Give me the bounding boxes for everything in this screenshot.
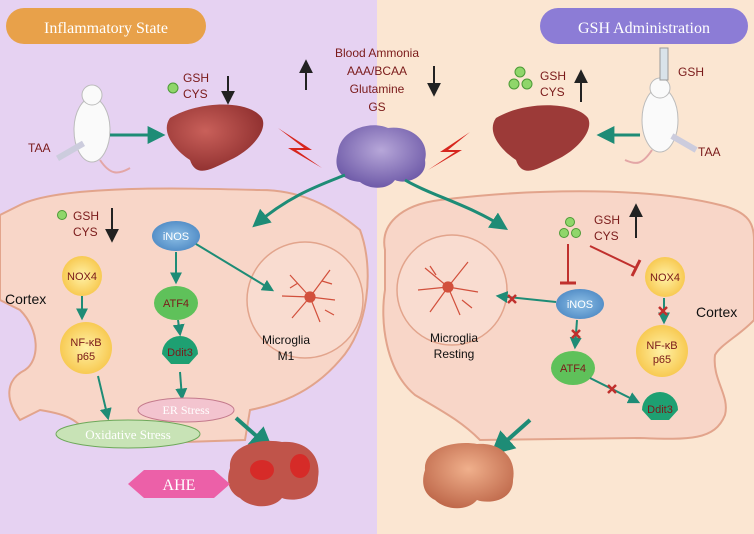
left-nox4-label: NOX4 <box>67 271 97 283</box>
left-cortex-label: Cortex <box>5 291 46 307</box>
right-p65-label: p65 <box>653 354 671 366</box>
right-nfkb-label: NF-κB <box>646 340 677 352</box>
left-cell-gsh: GSH <box>73 209 99 223</box>
right-title-pill <box>540 8 748 44</box>
left-nfkb-to-oxidative-arrow <box>97 375 112 421</box>
right-ddit3-label: Ddit3 <box>647 404 673 416</box>
left-p65-label: p65 <box>77 351 95 363</box>
left-inos-label: iNOS <box>163 231 189 243</box>
block-x-marks <box>507 294 668 394</box>
left-atf4-label: ATF4 <box>163 298 189 310</box>
left-gsh-dot-icon <box>167 82 179 94</box>
left-atf4-node <box>154 286 198 320</box>
ahe-label: AHE <box>163 477 196 494</box>
microglia-resting-icon <box>417 261 479 316</box>
left-nox4-node <box>62 256 102 296</box>
right-inos-label: iNOS <box>567 299 593 311</box>
left-lightning-icon <box>278 128 322 168</box>
center-line-3: Glutamine <box>350 82 405 96</box>
right-title: GSH Administration <box>578 20 710 37</box>
left-taa: TAA <box>28 141 50 155</box>
microglia-m1-bubble <box>246 241 364 359</box>
healthy-brain-icon <box>423 443 514 509</box>
right-lightning-icon <box>428 132 470 170</box>
right-nox4-label: NOX4 <box>650 272 680 284</box>
right-resting-label: Resting <box>434 347 475 361</box>
left-atf4-to-ddit3-arrow <box>172 319 185 337</box>
left-microglia-label: Microglia <box>262 333 310 347</box>
right-cell-gsh: GSH <box>594 213 620 227</box>
right-syringe-gsh: GSH <box>678 65 704 79</box>
right-rat-icon <box>624 47 698 164</box>
er-stress-pill <box>137 397 235 423</box>
right-cell-gsh-dot-icon-2 <box>559 228 569 238</box>
brain-to-left-cortex-arrow <box>252 173 346 228</box>
right-top-gsh: GSH <box>540 69 566 83</box>
right-liver-icon <box>492 105 590 171</box>
left-ddit3-node <box>162 336 198 364</box>
left-rat-icon <box>56 84 131 174</box>
right-ddit3-node <box>642 392 678 420</box>
gsh-inhibits-nox4-bar <box>630 259 642 277</box>
right-cortex-label: Cortex <box>696 304 737 320</box>
er-stress-label: ER Stress <box>162 403 209 417</box>
right-inos-node <box>556 289 604 319</box>
ahe-badge <box>128 470 230 498</box>
right-to-healthy-brain-arrow <box>490 418 532 456</box>
right-atf4-node <box>551 351 595 385</box>
ahe-brain-lesion-2 <box>290 454 310 478</box>
left-top-cys: CYS <box>183 87 208 101</box>
center-line-1: Blood Ammonia <box>335 46 419 60</box>
left-top-gsh: GSH <box>183 71 209 85</box>
right-cell-cys: CYS <box>594 229 619 243</box>
microglia-m1-icon <box>281 269 336 323</box>
left-cell-gsh-dot-icon <box>57 210 67 220</box>
right-nfkb-node <box>636 325 688 377</box>
right-microglia-label: Microglia <box>430 331 478 345</box>
left-nfkb-label: NF-κB <box>70 337 101 349</box>
right-cell-gsh-dot-icon-3 <box>571 228 581 238</box>
center-line-2: AAA/BCAA <box>347 64 407 78</box>
right-gsh-dot-icon-3 <box>521 78 533 90</box>
left-title-pill <box>6 8 206 44</box>
left-nfkb-node <box>60 322 112 374</box>
brain-to-right-cortex-arrow <box>404 178 509 230</box>
oxidative-stress-pill <box>55 419 201 449</box>
left-cell-cys: CYS <box>73 225 98 239</box>
left-ddit3-to-er-arrow <box>175 371 188 401</box>
left-inos-to-microglia-arrow <box>195 243 275 292</box>
right-gsh-dot-icon <box>514 66 526 78</box>
right-cell-gsh-dot-icon <box>565 217 575 227</box>
center-line-4: GS <box>368 100 385 114</box>
left-inos-node <box>152 221 200 251</box>
left-m1-label: M1 <box>278 349 295 363</box>
ahe-brain-lesion-1 <box>250 460 274 480</box>
right-nox4-node <box>645 257 685 297</box>
right-taa: TAA <box>698 145 720 159</box>
gsh-inhibits-nox4-line <box>589 245 637 269</box>
right-atf4-label: ATF4 <box>560 363 586 375</box>
oxidative-stress-label: Oxidative Stress <box>85 427 171 442</box>
right-top-cys: CYS <box>540 85 565 99</box>
left-liver-icon <box>166 104 264 171</box>
right-inos-to-microglia-arrow <box>495 291 557 303</box>
left-ddit3-label: Ddit3 <box>167 347 193 359</box>
right-gsh-dot-icon-2 <box>508 78 520 90</box>
left-title: Inflammatory State <box>44 20 168 37</box>
central-brain-icon <box>336 125 426 188</box>
